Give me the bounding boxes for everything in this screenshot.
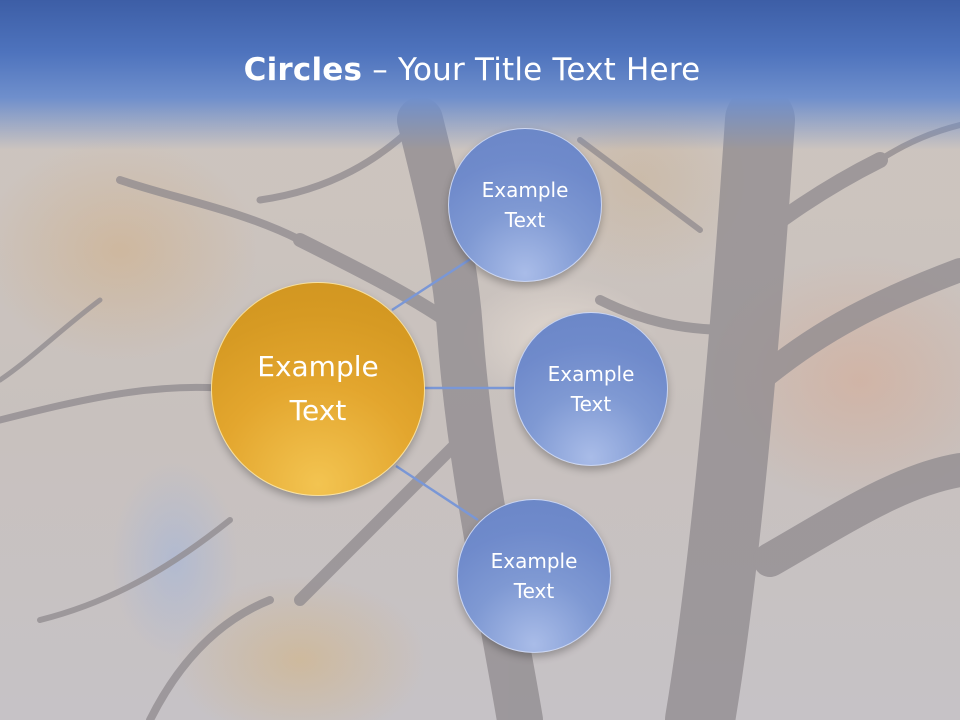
slide-title: Circles – Your Title Text Here <box>0 52 944 88</box>
satellite-circle-3[interactable]: Example Text <box>457 499 611 653</box>
satellite-circle-label: Example Text <box>490 549 578 603</box>
connector-line-3 <box>395 464 479 522</box>
satellite-circle-1[interactable]: Example Text <box>448 128 602 282</box>
center-circle-label: Example Text <box>257 350 379 427</box>
title-bar <box>0 0 960 150</box>
center-circle[interactable]: Example Text <box>211 282 425 496</box>
connector-line-1 <box>391 256 473 312</box>
title-bold: Circles <box>243 52 363 88</box>
title-rest: – Your Title Text Here <box>362 52 701 88</box>
satellite-circle-label: Example Text <box>547 362 635 416</box>
satellite-circle-label: Example Text <box>481 178 569 232</box>
satellite-circle-2[interactable]: Example Text <box>514 312 668 466</box>
